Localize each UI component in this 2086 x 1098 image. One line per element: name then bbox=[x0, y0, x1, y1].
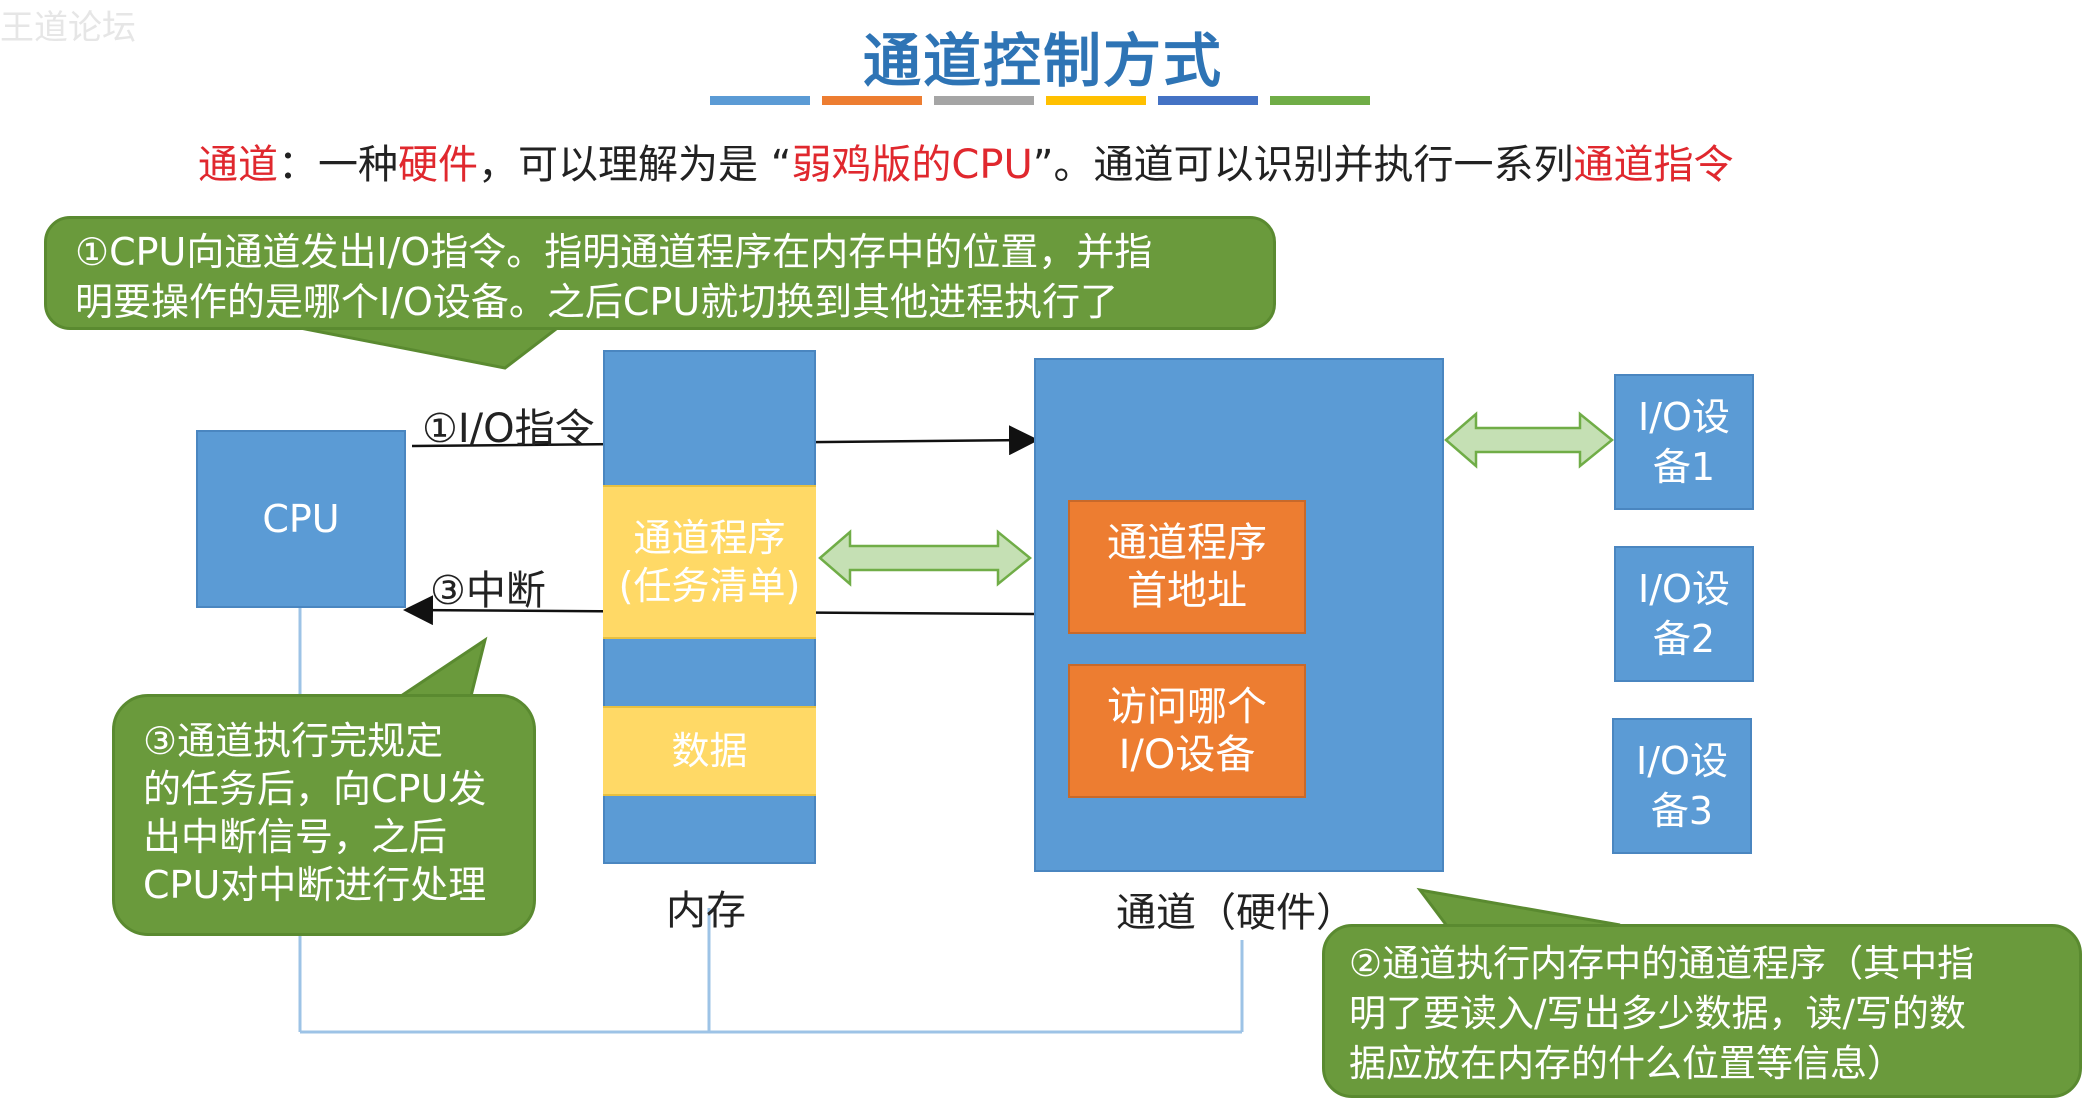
callout-step2-line1: ②通道执行内存中的通道程序（其中指 bbox=[1349, 942, 1975, 985]
callout-step2: ②通道执行内存中的通道程序（其中指 明了要读入/写出多少数据，读/写的数 据应放… bbox=[1322, 924, 2082, 1098]
channel-caption: 通道（硬件） bbox=[1116, 890, 1356, 936]
intro-term-hardware: 硬件 bbox=[398, 142, 478, 188]
channel-devices-double-arrow bbox=[1444, 411, 1614, 469]
left-bubble-tail bbox=[390, 636, 488, 702]
channel-addr-line1: 通道程序 bbox=[1107, 520, 1267, 566]
intro-term-weak-cpu: 弱鸡版的CPU bbox=[791, 142, 1033, 188]
title-underline-stripes bbox=[710, 96, 1370, 105]
stripe-5 bbox=[1158, 96, 1258, 105]
cpu-label: CPU bbox=[262, 497, 340, 541]
memory-channel-program: 通道程序 (任务清单) bbox=[603, 485, 816, 639]
io-device-3-line1: I/O设 bbox=[1636, 739, 1728, 783]
callout-step2-line3: 据应放在内存的什么位置等信息） bbox=[1349, 1042, 1904, 1085]
intro-term-channel: 通道 bbox=[198, 142, 278, 188]
callout-step3: ③通道执行完规定 的任务后，向CPU发 出中断信号，之后 CPU对中断进行处理 bbox=[112, 694, 536, 936]
callout-step3-line2: 的任务后，向CPU发 bbox=[143, 767, 487, 811]
io-device-1: I/O设 备1 bbox=[1614, 374, 1754, 510]
memory-program-line1: 通道程序 bbox=[633, 516, 786, 560]
memory-data-label: 数据 bbox=[671, 729, 748, 773]
memory-caption: 内存 bbox=[666, 888, 746, 934]
stripe-1 bbox=[710, 96, 810, 105]
stripe-2 bbox=[822, 96, 922, 105]
interrupt-label: ③中断 bbox=[430, 568, 546, 614]
io-device-3: I/O设 备3 bbox=[1612, 718, 1752, 854]
io-device-2-line1: I/O设 bbox=[1638, 567, 1730, 611]
watermark: 王道论坛 bbox=[0, 8, 136, 48]
io-device-2-line2: 备2 bbox=[1652, 617, 1716, 661]
channel-addr-line2: 首地址 bbox=[1127, 568, 1247, 614]
intro-text-2: ，可以理解为是 “ bbox=[478, 142, 792, 188]
memory-data-block: 数据 bbox=[603, 706, 816, 796]
slide-title: 通道控制方式 bbox=[862, 27, 1223, 95]
callout-step3-line4: CPU对中断进行处理 bbox=[143, 863, 487, 907]
channel-dev-line2: I/O设备 bbox=[1118, 732, 1256, 778]
callout-step1-line1: ①CPU向通道发出I/O指令。指明通道程序在内存中的位置，并指 bbox=[75, 230, 1153, 274]
stripe-4 bbox=[1046, 96, 1146, 105]
intro-text-3: ”。通道可以识别并执行一系列 bbox=[1032, 142, 1574, 188]
stripe-6 bbox=[1270, 96, 1370, 105]
cpu-box: CPU bbox=[196, 430, 406, 608]
io-device-1-line1: I/O设 bbox=[1638, 395, 1730, 439]
callout-step3-line3: 出中断信号，之后 bbox=[143, 815, 448, 859]
memory-channel-double-arrow bbox=[818, 529, 1032, 587]
top-bubble-tail bbox=[289, 324, 565, 370]
io-device-3-line2: 备3 bbox=[1650, 789, 1714, 833]
io-device-1-line2: 备1 bbox=[1652, 445, 1716, 489]
channel-target-device: 访问哪个 I/O设备 bbox=[1068, 664, 1306, 798]
intro-sentence: 通道：一种硬件，可以理解为是 “弱鸡版的CPU”。通道可以识别并执行一系列通道指… bbox=[198, 132, 1734, 190]
io-device-2: I/O设 备2 bbox=[1614, 546, 1754, 682]
callout-step1: ①CPU向通道发出I/O指令。指明通道程序在内存中的位置，并指 明要操作的是哪个… bbox=[44, 216, 1276, 330]
io-instruction-label: ①I/O指令 bbox=[422, 406, 595, 452]
callout-step2-line2: 明了要读入/写出多少数据，读/写的数 bbox=[1349, 992, 1966, 1035]
channel-dev-line1: 访问哪个 bbox=[1107, 684, 1267, 730]
intro-term-channel-instructions: 通道指令 bbox=[1573, 142, 1734, 188]
memory-program-line2: (任务清单) bbox=[618, 564, 801, 608]
channel-program-address: 通道程序 首地址 bbox=[1068, 500, 1306, 634]
stripe-3 bbox=[934, 96, 1034, 105]
intro-text-1: ：一种 bbox=[278, 142, 398, 188]
callout-step1-line2: 明要操作的是哪个I/O设备。之后CPU就切换到其他进程执行了 bbox=[75, 280, 1119, 324]
callout-step3-line1: ③通道执行完规定 bbox=[143, 719, 444, 763]
